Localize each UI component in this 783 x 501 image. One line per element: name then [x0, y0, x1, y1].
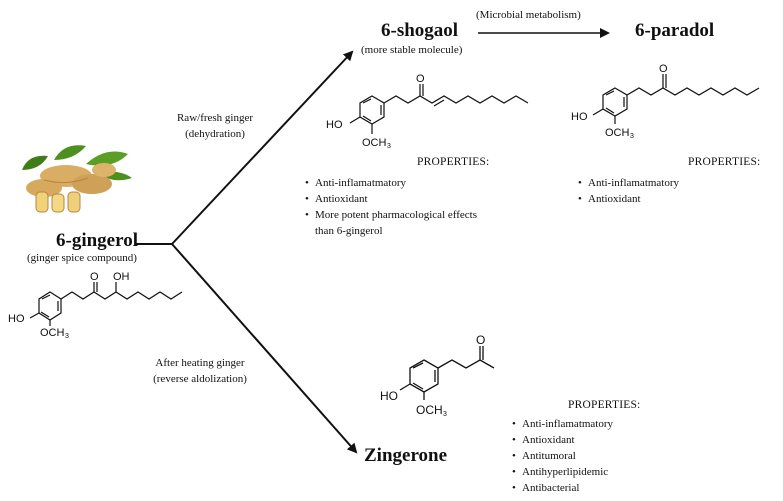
property-item: •Antitumoral	[512, 450, 576, 462]
shogaol-properties-title: PROPERTIES:	[417, 156, 490, 168]
ginger-root	[26, 179, 62, 197]
atom-label: HO	[380, 389, 398, 403]
atom-label: O	[476, 333, 485, 347]
benzene-ring	[359, 95, 385, 125]
shogaol-subtitle: (more stable molecule)	[361, 44, 463, 56]
ginger-leaf	[86, 151, 128, 166]
gingerol-structure: O OH HO OCH 3	[8, 272, 183, 340]
property-item: •Antioxidant	[512, 434, 575, 446]
side-chain	[626, 87, 760, 96]
microbial-condition: (Microbial metabolism)	[476, 9, 581, 21]
atom-label: O	[416, 73, 425, 85]
arrow-to-zingerone	[171, 243, 358, 454]
shogaol-title: 6-shogaol	[381, 20, 459, 41]
atom-label: OCH	[605, 127, 630, 139]
ginger-leaf	[54, 145, 86, 160]
atom-label: 3	[387, 143, 391, 150]
ginger-leaf	[22, 155, 48, 170]
zingerone-properties-title: PROPERTIES:	[568, 399, 641, 411]
side-chain	[383, 95, 529, 104]
property-item: •Antioxidant	[305, 193, 368, 205]
ginger-slice	[35, 191, 49, 213]
paradol-title: 6-paradol	[635, 20, 715, 41]
arrow-to-shogaol	[171, 50, 354, 245]
ginger-root	[72, 174, 112, 194]
zingerone-structure: O HO OCH 3	[380, 333, 495, 418]
property-item: •Antihyperlipidemic	[512, 466, 609, 478]
heating-condition: After heating ginger (reverse aldolizati…	[130, 355, 270, 387]
atom-label: 3	[443, 411, 447, 418]
property-item: than 6-gingerol	[315, 225, 383, 237]
side-chain	[437, 359, 495, 369]
property-item: •Anti-inflamatmatory	[305, 177, 407, 189]
ginger-slice	[51, 193, 65, 213]
condition-line: After heating ginger	[155, 357, 245, 369]
ginger-root	[92, 163, 116, 177]
atom-label: O	[90, 272, 99, 283]
shogaol-structure: O HO OCH 3	[326, 73, 529, 150]
benzene-ring	[409, 359, 439, 393]
condition-line: (dehydration)	[185, 128, 245, 140]
condition-line: Raw/fresh ginger	[176, 112, 254, 124]
atom-label: OH	[113, 272, 130, 283]
atom-label: OCH	[362, 137, 387, 149]
atom-label: OCH	[40, 327, 65, 339]
property-item: •Anti-inflamatmatory	[578, 177, 680, 189]
ginger-root-shadow	[43, 177, 89, 184]
shogaol-properties-list: •Anti-inflamatmatory •Antioxidant •More …	[305, 175, 477, 239]
paradol-structure: O HO OCH 3	[571, 63, 760, 140]
atom-label: O	[659, 63, 668, 75]
ginger-root-image	[22, 145, 132, 213]
atom-label: OCH	[416, 403, 443, 417]
side-chain	[60, 291, 183, 300]
ginger-slice	[67, 191, 81, 213]
zingerone-title: Zingerone	[364, 445, 448, 466]
property-item: •Anti-inflamatmatory	[512, 418, 614, 430]
gingerol-subtitle: (ginger spice compound)	[27, 252, 137, 264]
atom-label: HO	[571, 111, 588, 123]
property-item: •More potent pharmacological effects	[305, 209, 477, 221]
atom-label: 3	[630, 133, 634, 140]
atom-label: 3	[65, 333, 69, 340]
condition-line: (reverse aldolization)	[153, 373, 247, 385]
paradol-properties-title: PROPERTIES:	[688, 156, 761, 168]
property-item: •Antibacterial	[512, 482, 580, 494]
gingerol-title: 6-gingerol	[56, 230, 138, 251]
property-item: •Antioxidant	[578, 193, 641, 205]
zingerone-properties-list: •Anti-inflamatmatory •Antioxidant •Antit…	[512, 416, 613, 496]
raw-ginger-condition: Raw/fresh ginger (dehydration)	[150, 110, 280, 142]
paradol-properties-list: •Anti-inflamatmatory •Antioxidant	[578, 175, 679, 207]
atom-label: HO	[8, 313, 25, 325]
atom-label: HO	[326, 119, 343, 131]
